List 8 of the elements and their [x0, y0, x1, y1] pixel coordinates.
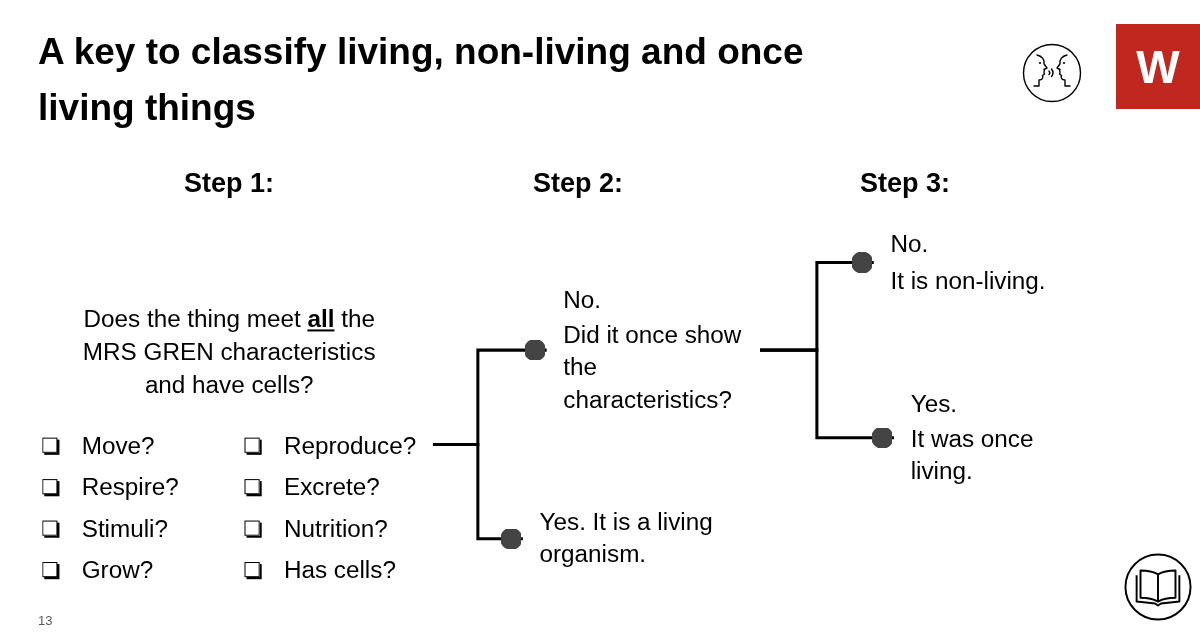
- page-number: 13: [38, 613, 53, 628]
- slide-title: A key to classify living, non-living and once living things: [38, 30, 805, 130]
- step-heading: Step 2:: [533, 168, 624, 199]
- connector-line: [432, 442, 524, 550]
- connector-line: [759, 348, 895, 449]
- step-heading: Step 1:: [184, 168, 275, 199]
- letter-badge: W: [1116, 24, 1200, 109]
- step-heading: Step 3:: [860, 168, 951, 199]
